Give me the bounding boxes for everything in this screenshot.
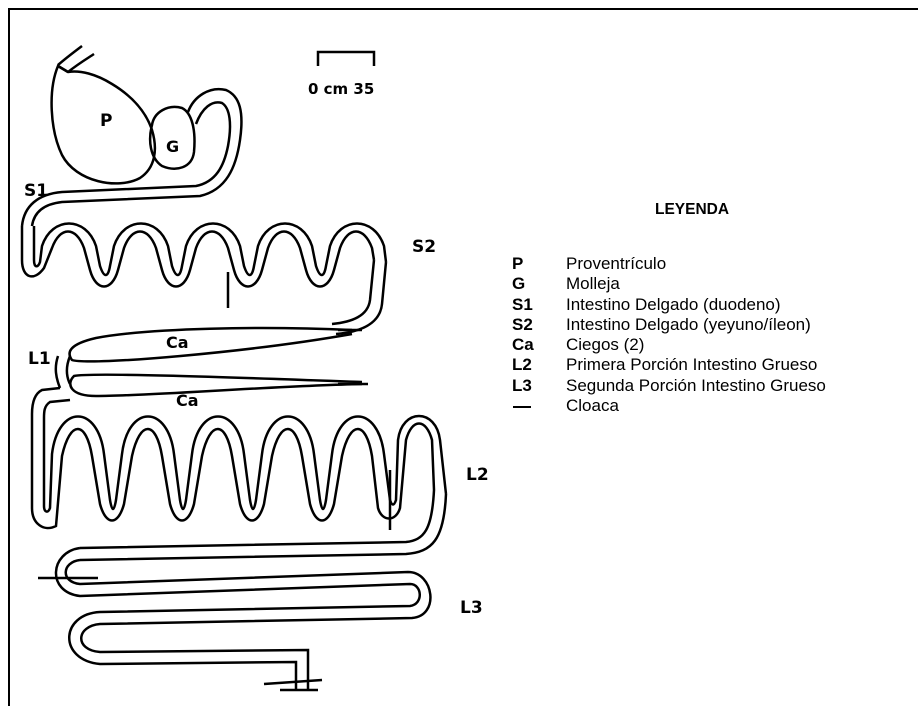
legend-desc: Intestino Delgado (yeyuno/íleon)	[566, 315, 811, 335]
junction-l1	[56, 356, 70, 388]
large-intestine-l3	[38, 548, 430, 690]
legend-code: L2	[512, 355, 566, 375]
legend-item: Cloaca	[512, 396, 826, 416]
legend-code: P	[512, 254, 566, 274]
legend-code: S1	[512, 295, 566, 315]
legend-title: LEYENDA	[655, 201, 729, 219]
legend-desc: Intestino Delgado (duodeno)	[566, 295, 781, 315]
legend-code: Ca	[512, 335, 566, 355]
legend-desc: Segunda Porción Intestino Grueso	[566, 376, 826, 396]
cloaca-dash-icon	[513, 406, 531, 408]
legend-desc: Cloaca	[566, 396, 619, 416]
duodenum-s1	[22, 89, 241, 226]
ceca	[70, 328, 368, 396]
label-g: G	[166, 137, 179, 156]
scale-bar-label: 0 cm 35	[308, 80, 374, 98]
cloaca-marker	[264, 680, 322, 684]
label-ca-lower: Ca	[176, 391, 199, 410]
scale-bar	[318, 52, 374, 66]
label-s2: S2	[412, 237, 436, 257]
label-s1: S1	[24, 181, 48, 201]
legend-desc: Molleja	[566, 274, 620, 294]
label-ca-upper: Ca	[166, 333, 189, 352]
label-l3: L3	[460, 598, 483, 618]
large-intestine-l2	[32, 388, 446, 560]
legend-code: S2	[512, 315, 566, 335]
legend-desc: Primera Porción Intestino Grueso	[566, 355, 817, 375]
legend-desc: Proventrículo	[566, 254, 666, 274]
label-p: P	[100, 111, 112, 131]
legend-desc: Ciegos (2)	[566, 335, 644, 355]
legend-code: L3	[512, 376, 566, 396]
label-l1: L1	[28, 349, 51, 369]
label-l2: L2	[466, 465, 489, 485]
legend-code: G	[512, 274, 566, 294]
jejunum-ileum-s2	[22, 224, 386, 335]
